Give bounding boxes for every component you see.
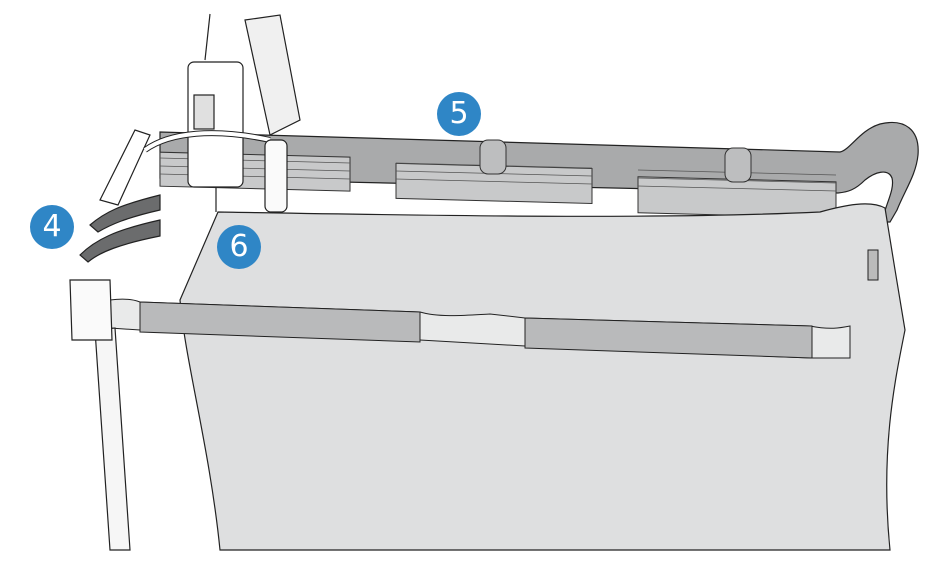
front-clamps — [109, 298, 851, 359]
frame-left-side — [69, 129, 161, 551]
quilting-machine — [143, 13, 301, 213]
callout-4[interactable]: 4 — [30, 205, 74, 249]
callout-6[interactable]: 6 — [217, 225, 261, 269]
quilt-fabric — [179, 203, 906, 551]
callout-5[interactable]: 5 — [437, 92, 481, 136]
side-clip — [867, 249, 879, 281]
